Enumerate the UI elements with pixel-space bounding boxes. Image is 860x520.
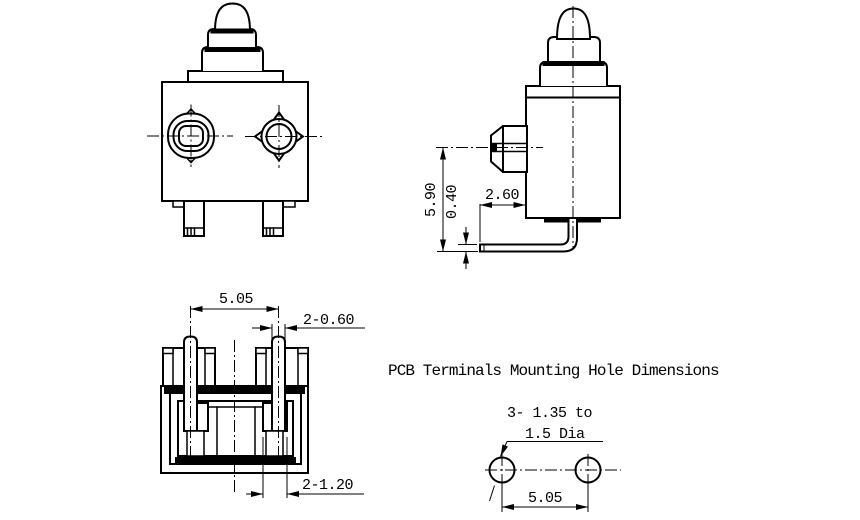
bottom-dimensions: 5.05 2-0.60 2-1.20 — [190, 291, 365, 498]
base-bottom-wall — [175, 457, 296, 463]
plunger-dome-side — [555, 7, 592, 40]
hole-size-note-line2: 1.5 Dia — [525, 426, 585, 443]
mounting-hole-diagram: PCB Terminals Mounting Hole Dimensions 3… — [388, 362, 720, 512]
base-inner-outline — [177, 400, 294, 457]
note-leader-arrow — [500, 441, 509, 457]
side-dimensions: 5.90 0.40 2.60 — [423, 147, 526, 269]
mounting-diagram-title: PCB Terminals Mounting Hole Dimensions — [388, 362, 719, 380]
terminal-right-front — [262, 200, 284, 237]
body-tab-left — [172, 200, 185, 208]
bottom-view: 5.05 2-0.60 2-1.20 — [160, 291, 365, 498]
dim-blade-width: 2-1.20 — [302, 477, 354, 494]
l-shaped-terminal — [479, 217, 578, 253]
body-foot-right — [578, 218, 601, 223]
base-mid-outline — [169, 392, 302, 465]
hole-pitch-dimension: 5.05 — [501, 483, 589, 512]
plunger-flange — [187, 70, 284, 83]
body-tab-right — [282, 200, 296, 208]
dim-hole-pitch: 5.05 — [528, 490, 563, 507]
note-leader-tail — [489, 485, 495, 502]
body-foot-left — [544, 218, 568, 223]
hole-size-note-line1: 3- 1.35 to — [507, 405, 593, 422]
dim-terminal-length: 2.60 — [485, 187, 520, 204]
dim-pin-width: 2-0.60 — [303, 312, 355, 329]
blade-recess-left — [186, 430, 205, 457]
terminal-left-front — [183, 200, 205, 237]
dim-terminal-thickness: 0.40 — [444, 185, 461, 220]
side-boss — [490, 125, 528, 173]
blade-recess-right — [265, 430, 284, 457]
plunger-step1-side — [547, 36, 601, 63]
front-view — [147, 2, 322, 237]
side-view: 5.90 0.40 2.60 — [423, 6, 621, 269]
dim-height-total: 5.90 — [423, 183, 440, 218]
plunger-dome — [213, 2, 252, 32]
dim-pin-pitch: 5.05 — [219, 291, 254, 308]
front-centerlines — [147, 104, 322, 168]
